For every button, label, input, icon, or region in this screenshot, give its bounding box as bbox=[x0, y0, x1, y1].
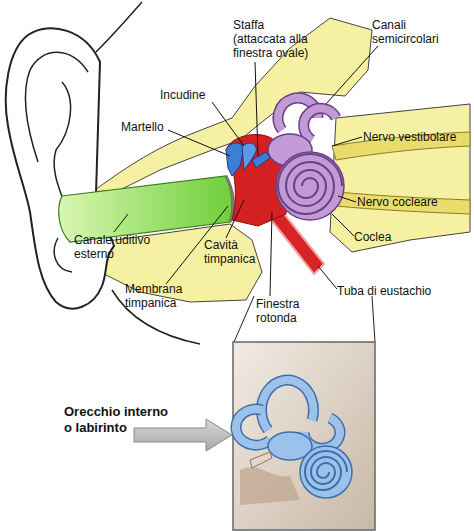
part-label: Membrana timpanica bbox=[125, 282, 191, 310]
part-label: Nervo vestibolare bbox=[363, 130, 473, 144]
inner-ear-part bbox=[278, 154, 342, 214]
eardrum bbox=[226, 176, 233, 222]
leader-lines-part bbox=[318, 266, 337, 289]
temporal-bone-part bbox=[336, 192, 470, 214]
leader-lines bbox=[114, 46, 378, 296]
pinna-part bbox=[54, 82, 70, 202]
part-label: Tuba di eustachio bbox=[337, 284, 457, 298]
head-outline bbox=[96, 2, 142, 52]
leader-lines-part bbox=[212, 102, 244, 146]
leader-lines-part bbox=[168, 130, 230, 156]
zoom-lines-part bbox=[372, 296, 375, 342]
leader-lines-part bbox=[114, 214, 128, 232]
pinna bbox=[6, 28, 114, 308]
part-label: Canali semicircolari bbox=[372, 18, 448, 46]
inner-ear-part bbox=[304, 108, 336, 140]
part-label: Cavità timpanica bbox=[204, 238, 264, 266]
leader-lines-part bbox=[326, 46, 378, 104]
labyrinth-inset-part bbox=[240, 467, 300, 505]
ossicles-part bbox=[226, 143, 244, 176]
ossicles-part bbox=[252, 152, 270, 168]
labyrinth-inset bbox=[233, 342, 375, 530]
inner-ear-part bbox=[276, 152, 344, 220]
labyrinth-inset-part bbox=[261, 380, 313, 430]
leader-lines-part bbox=[270, 212, 272, 296]
labyrinth-inset-part bbox=[305, 451, 347, 490]
part-label: Coclea bbox=[354, 230, 454, 244]
part-label: Nervo cocleare bbox=[357, 195, 467, 209]
inner-ear bbox=[268, 98, 344, 220]
labyrinth-inset-part bbox=[233, 342, 375, 530]
labyrinth-inset-part bbox=[236, 409, 270, 445]
temporal-bone-part bbox=[330, 104, 470, 252]
part-label: Incudine bbox=[160, 88, 240, 102]
part-label: Martello bbox=[121, 120, 201, 134]
zoom-lines-part bbox=[234, 296, 254, 342]
leader-lines-part bbox=[226, 200, 244, 238]
leader-lines-part bbox=[338, 196, 356, 202]
ossicles-part bbox=[242, 143, 256, 170]
pinna-part bbox=[25, 52, 88, 162]
labyrinth-inset-part bbox=[300, 446, 352, 498]
inner-ear-part bbox=[304, 108, 336, 140]
leader-lines-part bbox=[332, 137, 362, 146]
part-label: Canale uditivo esterno bbox=[74, 233, 156, 261]
ossicles bbox=[226, 143, 270, 176]
labyrinth-inset-part bbox=[250, 452, 272, 468]
leader-lines-part bbox=[332, 214, 354, 236]
pinna-part bbox=[54, 238, 72, 272]
part-label: Staffa (attaccata alla finestra ovale) bbox=[233, 18, 317, 60]
zoom-lines bbox=[234, 296, 375, 342]
callout-title: Orecchio interno o labirinto bbox=[64, 404, 174, 436]
leader-lines-part bbox=[255, 62, 258, 156]
temporal-bone bbox=[72, 18, 470, 302]
pointer-arrow bbox=[134, 419, 232, 451]
part-label: Finestra rotonda bbox=[256, 297, 312, 325]
ear-canal bbox=[59, 176, 232, 242]
labyrinth-inset-part bbox=[236, 409, 270, 445]
labyrinth-inset-part bbox=[261, 380, 313, 430]
pinna-part bbox=[6, 28, 114, 308]
